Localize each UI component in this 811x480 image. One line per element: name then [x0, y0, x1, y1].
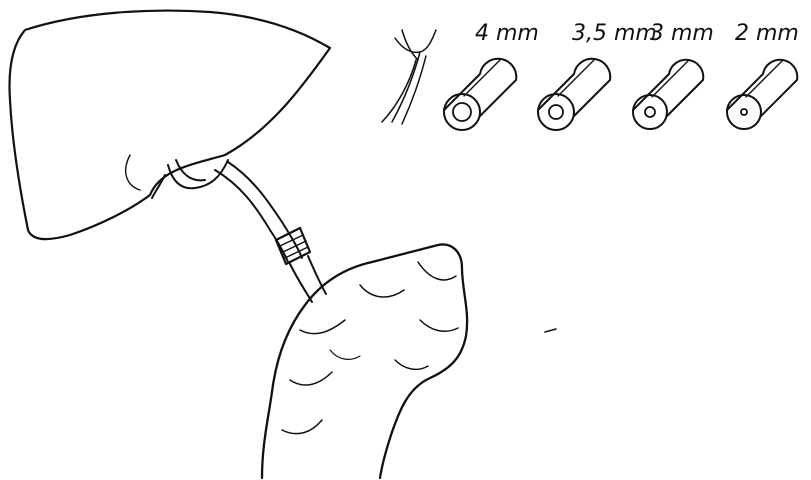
- duodenum: [262, 244, 467, 478]
- probe-slit: [746, 61, 782, 97]
- probe-inner-bore: [741, 109, 747, 115]
- duct-detail-sketch: [382, 30, 436, 124]
- probe-4: 2 mm: [727, 21, 799, 129]
- probe-inner-bore: [645, 107, 655, 117]
- small-mark: [545, 329, 556, 332]
- probe-2: 3,5 mm: [538, 21, 657, 130]
- probe-body: [727, 60, 797, 116]
- probe-1: 4 mm: [444, 21, 539, 130]
- probe-slit: [464, 60, 500, 96]
- probe-body: [633, 60, 703, 116]
- size-label-1: 4 mm: [475, 21, 539, 46]
- size-label-3: 3 mm: [650, 21, 714, 46]
- probe-outer-ring: [444, 94, 480, 130]
- probe-outer-ring: [727, 95, 761, 129]
- size-label-2: 3,5 mm: [572, 21, 657, 46]
- probe-slit: [652, 61, 688, 97]
- probe-inner-bore: [549, 105, 563, 119]
- size-label-4: 2 mm: [735, 21, 799, 46]
- probe-cross-sections: 4 mm 3,5 mm3 mm 2 mm: [444, 21, 799, 130]
- probe-outer-ring: [538, 94, 574, 130]
- probe-slit: [558, 60, 594, 96]
- liver: [10, 11, 330, 240]
- probe-outer-ring: [633, 95, 667, 129]
- probe-inner-bore: [453, 103, 471, 121]
